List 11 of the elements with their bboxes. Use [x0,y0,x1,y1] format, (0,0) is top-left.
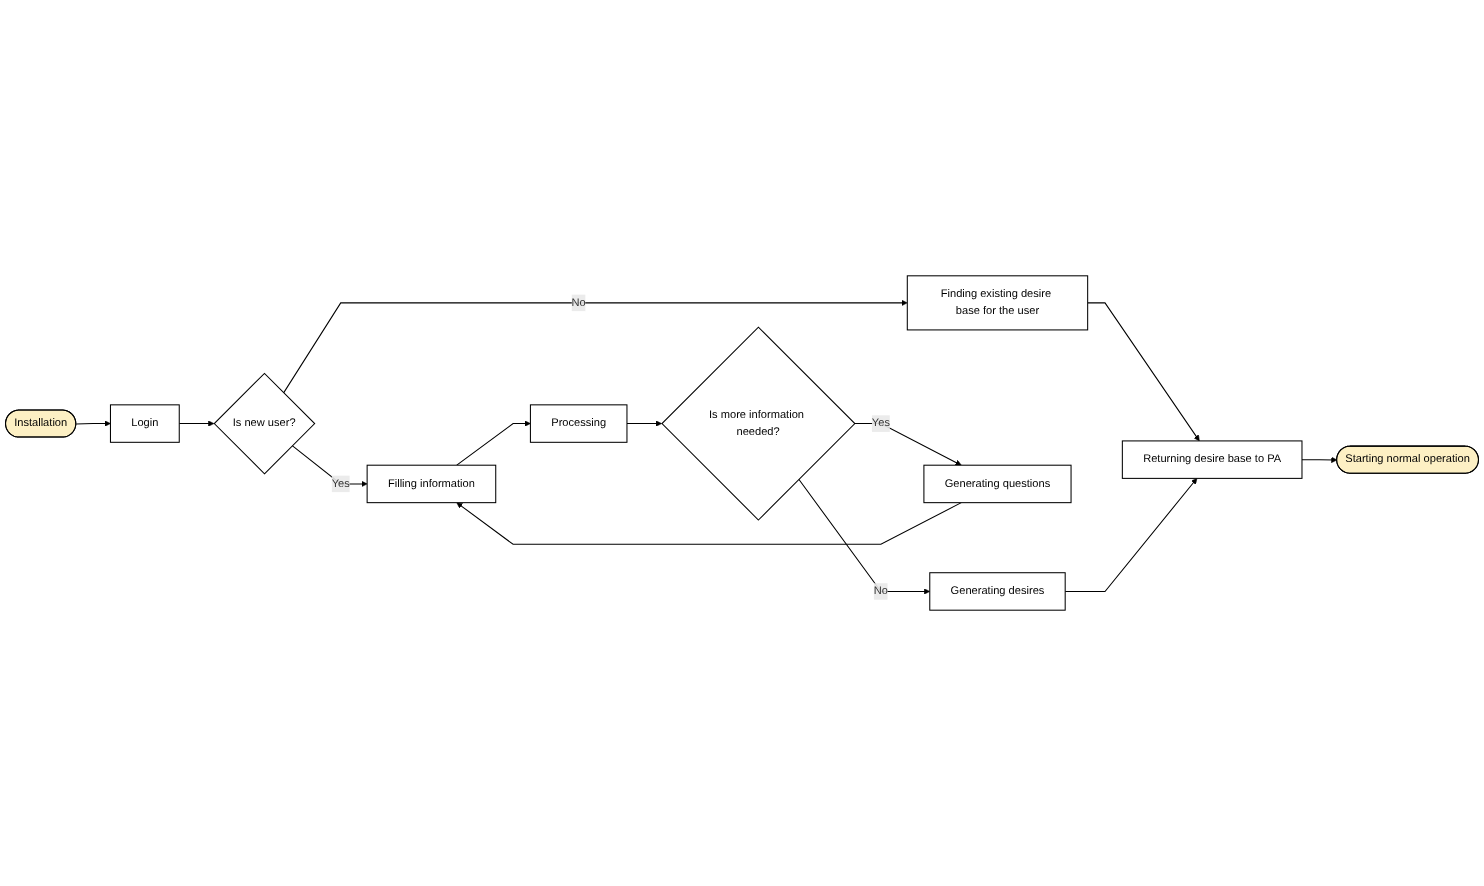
arrow [456,420,531,466]
arrow [854,423,962,466]
arrow [1301,456,1338,463]
arrow [1087,302,1200,442]
arrow [798,478,931,595]
arrow [283,299,908,394]
arrow [626,420,662,427]
arrow [456,502,962,545]
arrow [75,420,111,427]
arrow [1064,478,1198,592]
arrow [178,420,215,427]
